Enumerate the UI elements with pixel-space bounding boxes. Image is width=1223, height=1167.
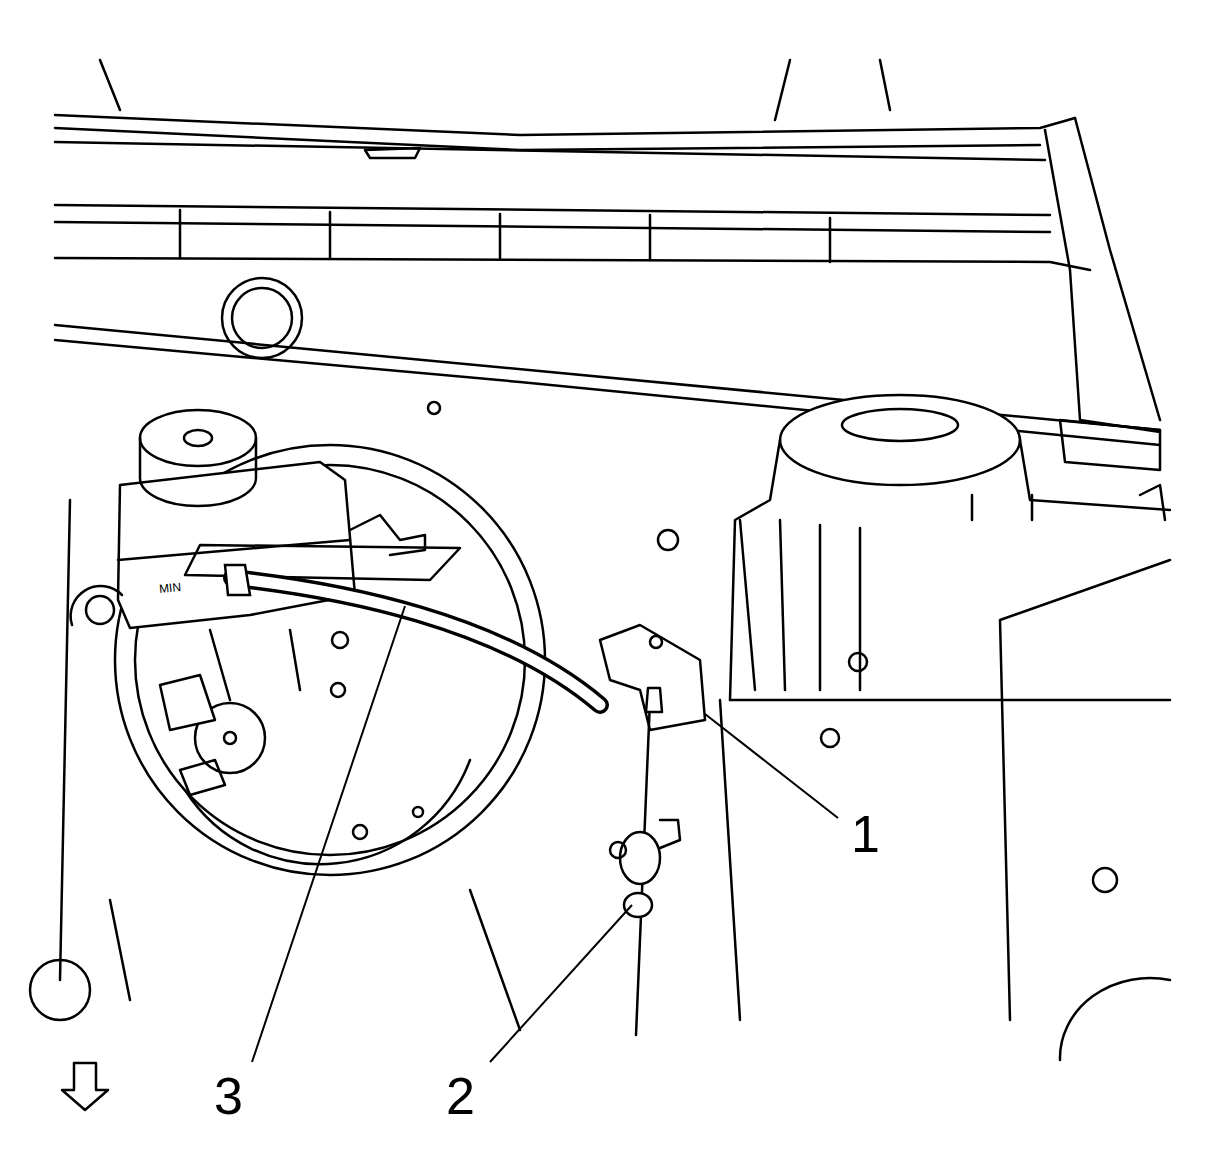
level-mark: MIN (157, 581, 184, 595)
callout-number: 2 (446, 1070, 475, 1122)
callout-number: 1 (851, 808, 880, 860)
callout-number: 3 (214, 1070, 243, 1122)
